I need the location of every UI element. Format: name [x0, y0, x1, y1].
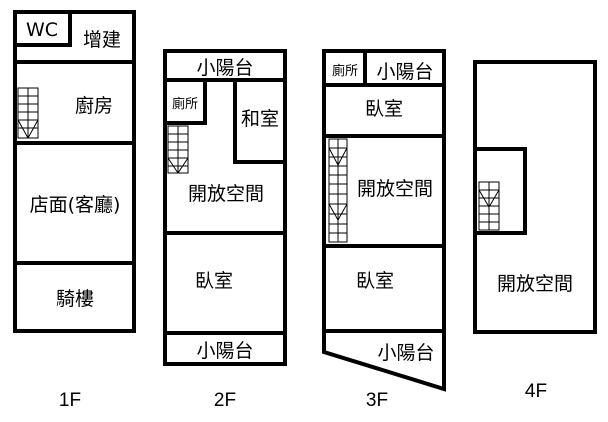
toilet-label-3f: 廁所	[332, 63, 358, 79]
floor-1-outline	[13, 10, 136, 333]
floor-1-label: 1F	[59, 390, 81, 411]
floor-4-outline	[473, 60, 597, 334]
floor-4	[473, 60, 597, 334]
open-space-label-2f: 開放空間	[188, 183, 264, 205]
floor-3	[322, 49, 446, 392]
floor-2-outline	[163, 49, 287, 366]
bedroom-top-label-3f: 臥室	[365, 98, 403, 120]
floor-1	[13, 10, 136, 333]
extension-label: 增建	[83, 29, 121, 51]
stairs-3f	[328, 138, 348, 243]
stairs-2f	[167, 125, 189, 174]
kitchen-label: 廚房	[75, 94, 113, 117]
arcade-label: 騎樓	[56, 288, 94, 310]
balcony-top-label-2f: 小陽台	[196, 57, 253, 79]
wc-box	[13, 10, 72, 47]
bedroom-label-2f: 臥室	[195, 270, 233, 292]
shop-label: 店面(客廳)	[30, 194, 121, 216]
balcony-bottom-label-2f: 小陽台	[196, 340, 253, 362]
floor-3-label: 3F	[366, 390, 388, 411]
floor-2-label: 2F	[214, 390, 236, 411]
wc-label: WC	[26, 19, 58, 41]
stair-wall	[475, 147, 527, 235]
balcony-top-label-3f: 小陽台	[376, 61, 433, 83]
open-space-label-3f: 開放空間	[357, 178, 433, 200]
stairs-4f	[478, 181, 500, 231]
open-space-label-4f: 開放空間	[497, 273, 573, 295]
stairs-1f	[17, 87, 39, 139]
toilet-wall	[165, 80, 207, 125]
bedroom-label-3f: 臥室	[356, 270, 394, 292]
tatami-wall	[233, 80, 285, 164]
tatami-label-2f: 和室	[241, 108, 279, 130]
toilet-label-2f: 廁所	[172, 96, 198, 112]
floor-2	[163, 49, 287, 366]
balcony-bottom-label-3f: 小陽台	[377, 342, 434, 364]
floor-3-outline	[322, 49, 446, 392]
floor-4-label: 4F	[525, 381, 547, 402]
